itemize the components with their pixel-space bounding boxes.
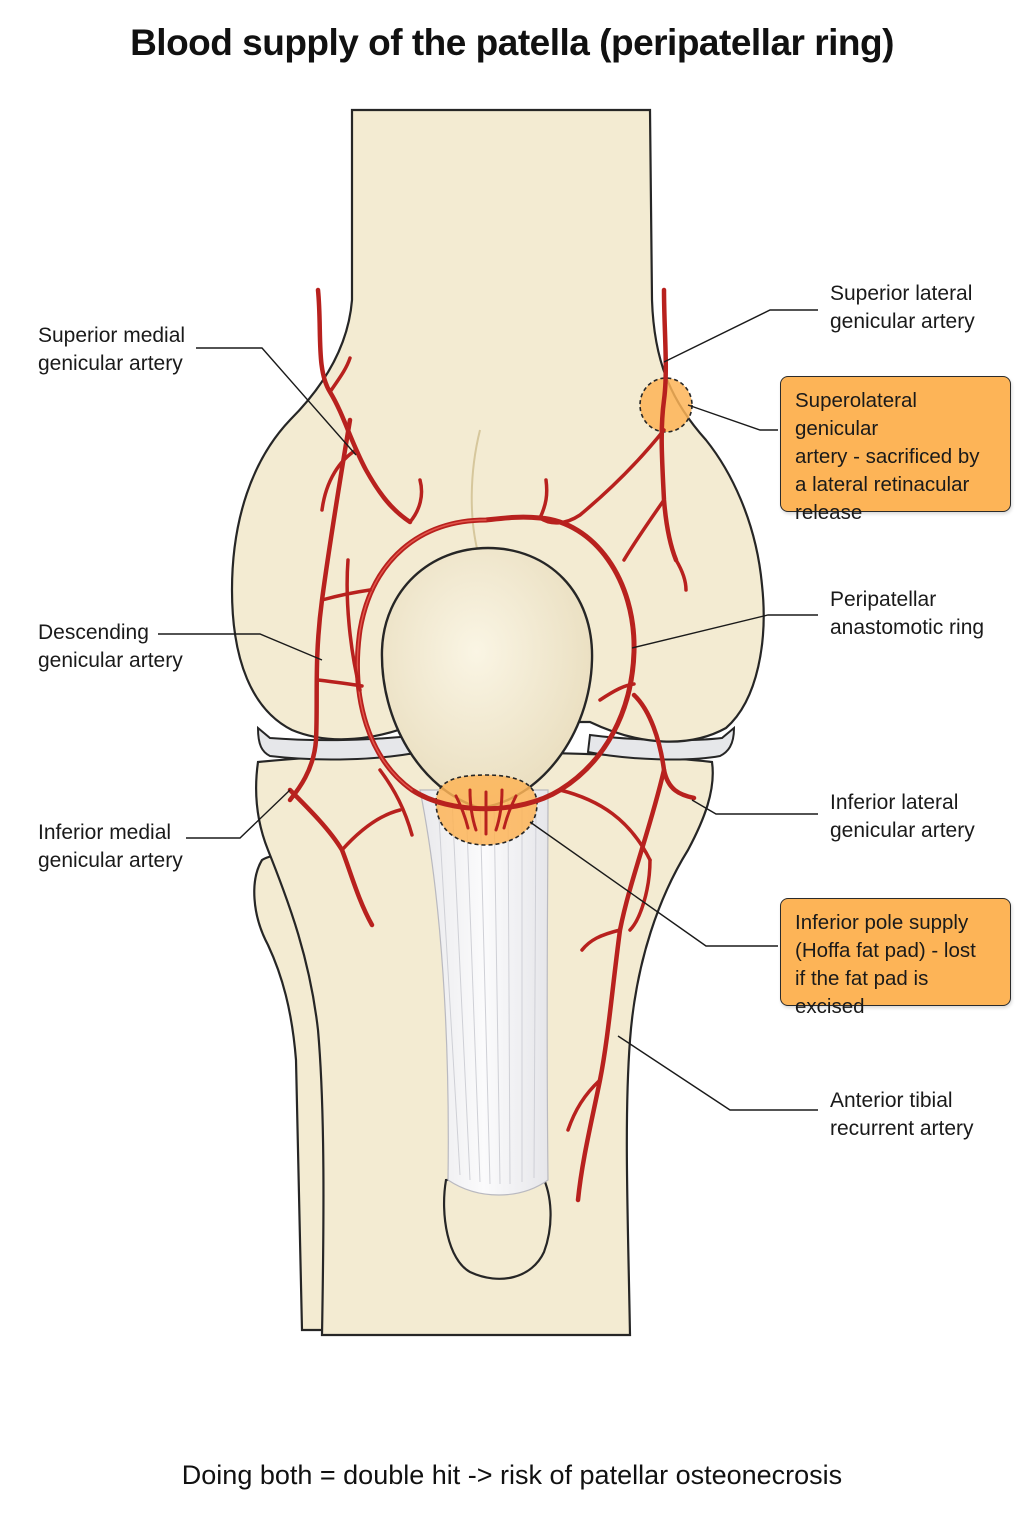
label-anterior-tibial-recurrent-artery: Anterior tibial recurrent artery (830, 1089, 974, 1140)
label-peripatellar-anastomotic-ring: Peripatellar anastomotic ring (830, 588, 985, 639)
leader-lines (158, 309, 818, 1111)
callout-inferior-pole-supply: Inferior pole supply (Hoffa fat pad) - l… (780, 898, 1011, 1018)
superolateral-highlight (639, 377, 693, 433)
label-superior-medial-genicular-artery: Superior medial genicular artery (38, 324, 186, 375)
femur (230, 108, 765, 743)
footer-note: Doing both = double hit -> risk of patel… (181, 1460, 843, 1490)
tibial-tuberosity (443, 1173, 552, 1280)
label-descending-genicular-artery: Descending genicular artery (38, 621, 183, 672)
label-superior-lateral-genicular-artery: Superior lateral genicular artery (830, 282, 975, 333)
label-inferior-lateral-genicular-artery: Inferior lateral genicular artery (830, 791, 975, 842)
arteries (287, 287, 697, 1203)
page-title: Blood supply of the patella (peripatella… (130, 22, 894, 63)
patellar-tendon (419, 789, 549, 1196)
label-inferior-medial-genicular-artery: Inferior medial genicular artery (38, 821, 183, 872)
callout-superolateral-genicular: Superolateral genicular artery - sacrifi… (780, 376, 1011, 524)
